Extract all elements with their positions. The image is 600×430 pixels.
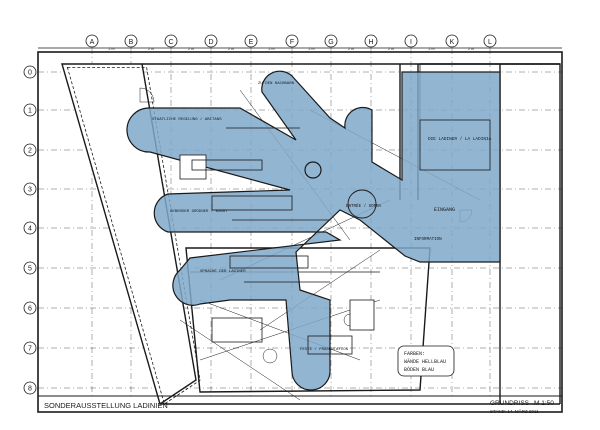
grid-spacing-label: 2 m [468,47,474,51]
grid-row-label: 4 [28,226,32,233]
label-finger-5: FESTE / PRÄSENTATION [300,347,349,352]
grid-column-label: L [488,39,492,46]
grid-spacing-label: 2 m [228,47,234,51]
exhibit-shape [126,70,501,391]
grid-row-label: 5 [28,266,32,273]
label-info: INFORMATION [414,238,442,242]
label-wing: DIE LADINER / LA LADINIA [428,137,492,142]
grid-column-label: F [290,39,294,46]
title-block: SONDERAUSSTELLUNG LADINIEN GRUNDRISS M 1… [38,395,562,414]
grid-column-label: D [208,39,213,46]
display-cases [179,119,491,355]
grid-column-label: C [168,39,173,46]
label-finger-4: SPRACHE DER LADINER [200,270,246,274]
label-finger-1: STAATLICHE REGELUNG / ABITANS [152,117,222,122]
exhibit-area [126,70,501,391]
grid-column-label: I [410,39,412,46]
grid-column-label: G [328,39,333,46]
grid-spacing-label: 2 m [348,47,354,51]
grid-column-label: A [90,39,95,46]
grid-spacing-label: 2 m [429,47,435,51]
grid-spacing-label: 2 m [269,47,275,51]
grid-row-label: 3 [28,187,32,194]
grid-row-8: 8 [23,381,562,395]
label-hub: ENTRÉE / SOPRA [346,204,382,209]
label-finger-2: ZU DEN NACHBARN [258,82,295,86]
label-entrance: EINGANG [434,207,455,213]
grid-column-label: K [450,39,455,46]
grid-row-label: 0 [28,70,32,77]
exhibition-title: SONDERAUSSTELLUNG LADINIEN [44,401,168,410]
legend-line-1: WÄNDE HELLBLAU [404,358,446,365]
legend-line-2: BÖDEN BLAU [404,366,434,373]
color-legend: FARBEN: WÄNDE HELLBLAU BÖDEN BLAU [397,345,455,377]
grid-spacing-label: 2 m [309,47,315,51]
grid-row-label: 8 [28,386,32,393]
grid-spacing-label: 2 m [109,47,115,51]
grid-column-label: H [368,39,373,46]
grid-row-label: 6 [28,306,32,313]
grid-row-label: 7 [28,346,32,353]
grid-spacing-label: 2 m [388,47,394,51]
grid-row-label: 2 [28,148,32,155]
hub-marker [304,161,322,179]
sheet-title: GRUNDRISS [490,400,530,407]
sheet-date: STAND: 14. MÄRZ 2011 [490,408,539,414]
legend-title: FARBEN: [404,351,425,357]
sheet-scale: M 1:50 [534,400,554,407]
label-finger-3: GEBRÜDER GRÖDNER / KUNST [170,209,228,214]
building-walls [61,63,561,406]
grid-spacing-label: 2 m [188,47,194,51]
grid-column-label: B [129,39,134,46]
sheet-frame [37,51,563,413]
grid-spacing-label: 2 m [148,47,154,51]
grid-column-label: E [249,39,254,46]
grid-column-g: G [324,34,338,396]
grid-row-label: 1 [28,108,32,115]
entrance-hub [347,189,377,219]
